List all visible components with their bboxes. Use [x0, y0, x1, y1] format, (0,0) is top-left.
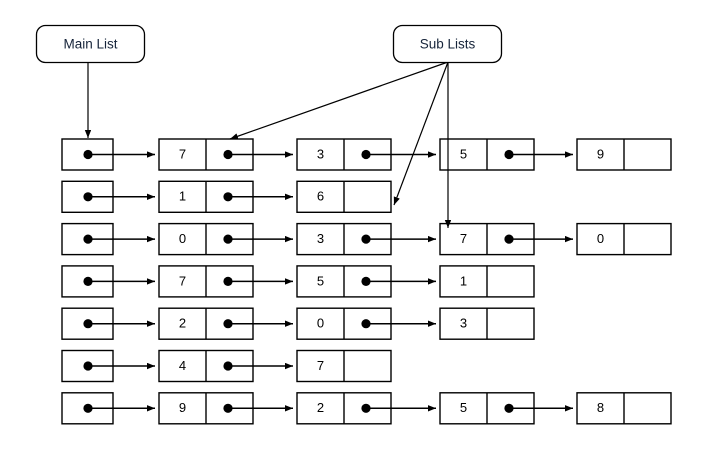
main-list-callout: Main List — [35, 24, 146, 64]
sub-lists-callout-box — [392, 24, 503, 64]
node-value: 5 — [460, 400, 467, 415]
main-list-column — [61, 138, 114, 425]
node-value: 9 — [179, 400, 186, 415]
node-value: 5 — [317, 273, 324, 288]
node-value: 0 — [317, 316, 324, 331]
node-value: 7 — [317, 358, 324, 373]
sub-lists-callout: Sub Lists — [392, 24, 503, 64]
main-list-callout-label: Main List — [63, 37, 117, 52]
node-value: 2 — [179, 316, 186, 331]
node-value: 1 — [179, 189, 186, 204]
node-value: 0 — [597, 231, 604, 246]
node-value: 8 — [597, 400, 604, 415]
node-value: 7 — [179, 146, 186, 161]
node-value: 6 — [317, 189, 324, 204]
link-arrows — [88, 151, 573, 412]
node-value: 9 — [597, 146, 604, 161]
node-value: 3 — [317, 231, 324, 246]
node-value: 2 — [317, 400, 324, 415]
sub-list-nodes: 7 3 5 9 1 6 0 3 7 0 7 5 1 2 0 3 4 7 9 2 5 8 — [158, 138, 672, 425]
node-value: 3 — [317, 146, 324, 161]
annotation-arrows — [84, 61, 452, 228]
sub-lists-callout-arrow — [393, 61, 449, 206]
node-value: 0 — [179, 231, 186, 246]
node-value: 7 — [460, 231, 467, 246]
node-value: 1 — [460, 273, 467, 288]
sub-lists-callout-label: Sub Lists — [420, 37, 476, 52]
main-list-callout-box — [35, 24, 146, 64]
node-value: 4 — [179, 358, 186, 373]
sub-lists-callout-arrow — [229, 61, 449, 140]
node-value: 7 — [179, 273, 186, 288]
node-value: 5 — [460, 146, 467, 161]
node-value: 3 — [460, 316, 467, 331]
